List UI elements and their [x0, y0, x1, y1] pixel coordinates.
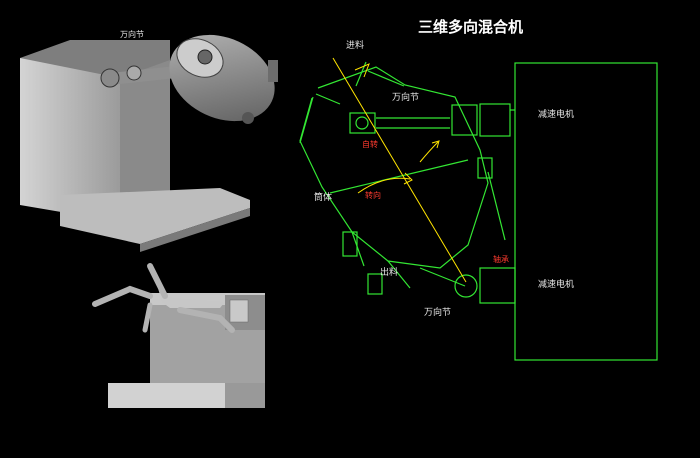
render-drum: [169, 34, 278, 124]
label-revolution: 转向: [365, 191, 381, 200]
label-shaft: 轴承: [493, 255, 509, 264]
label-outlet: 出料: [380, 268, 399, 278]
barrel-outline: [299, 66, 489, 289]
label-universal-joint-top: 万向节: [392, 93, 420, 103]
label-inlet: 进料: [346, 41, 365, 51]
label-rotation: 自转: [362, 140, 378, 149]
label-universal-joint-bottom: 万向节: [424, 308, 452, 318]
render-photo: [92, 263, 265, 408]
render-housing: [20, 40, 250, 252]
motor-frame: [514, 62, 658, 361]
rotation-arrows: [332, 57, 467, 283]
lower-joint: [342, 157, 516, 304]
upper-joint: [349, 103, 515, 137]
page-title: 三维多向混合机: [418, 18, 524, 36]
render-label-universal-joint: 万向节: [120, 30, 144, 39]
label-barrel: 筒体: [314, 193, 333, 203]
label-reducer-motor-top: 减速电机: [538, 110, 575, 120]
label-reducer-motor-bottom: 减速电机: [538, 280, 575, 290]
